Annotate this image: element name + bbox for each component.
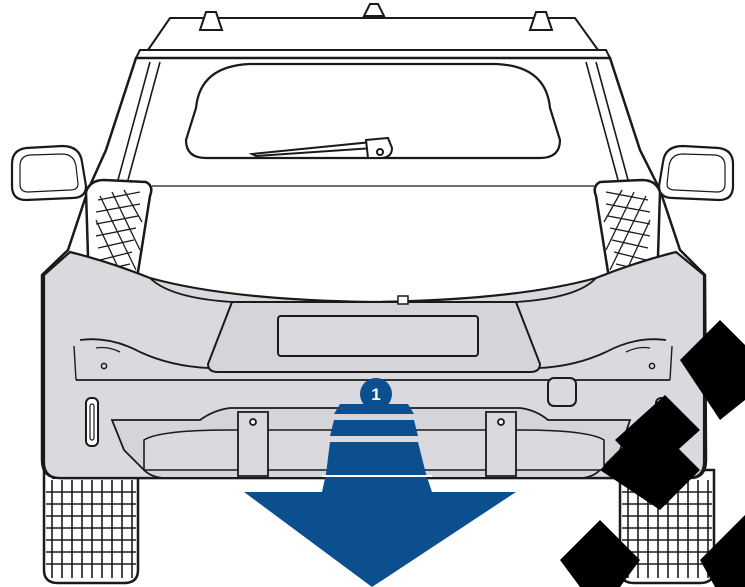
callout-1: 1	[360, 378, 392, 410]
license-plate	[278, 316, 478, 356]
right-bracket	[486, 412, 516, 476]
left-bracket	[238, 412, 268, 476]
tow-hook-cover	[548, 378, 576, 406]
roof-antenna	[364, 4, 384, 16]
plate-light	[398, 296, 408, 304]
left-reflector	[86, 398, 98, 446]
roof-rail-left	[200, 12, 222, 30]
left-tire	[44, 470, 138, 583]
callout-1-label: 1	[371, 385, 380, 404]
roof-rail-right	[530, 12, 552, 30]
